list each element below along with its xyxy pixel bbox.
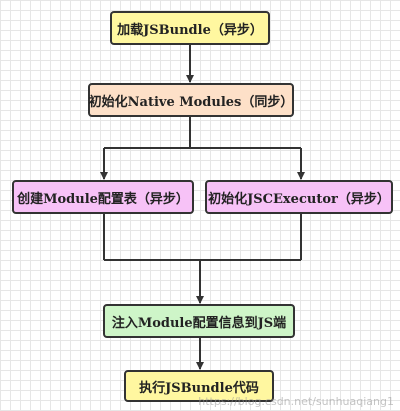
node-load-jsbundle-label: 加载JSBundle（异步）	[117, 22, 263, 38]
node-inject-module-config: 注入Module配置信息到JS端	[103, 304, 295, 338]
node-execute-jsbundle-label: 执行JSBundle代码	[139, 380, 259, 396]
node-init-native-modules-label: 初始化Native Modules（同步）	[88, 94, 294, 110]
node-init-jscexecutor-label: 初始化JSCExecutor（异步）	[208, 191, 390, 207]
node-inject-module-config-label: 注入Module配置信息到JS端	[111, 315, 287, 331]
node-load-jsbundle: 加载JSBundle（异步）	[110, 11, 270, 45]
node-create-module-config-label: 创建Module配置表（异步）	[17, 191, 189, 207]
watermark-text: https://blog.csdn.net/sunhuaqiang1	[198, 395, 394, 408]
node-init-jscexecutor: 初始化JSCExecutor（异步）	[205, 180, 393, 214]
node-create-module-config: 创建Module配置表（异步）	[12, 180, 194, 214]
node-init-native-modules: 初始化Native Modules（同步）	[88, 83, 294, 117]
node-execute-jsbundle: 执行JSBundle代码	[124, 370, 274, 402]
